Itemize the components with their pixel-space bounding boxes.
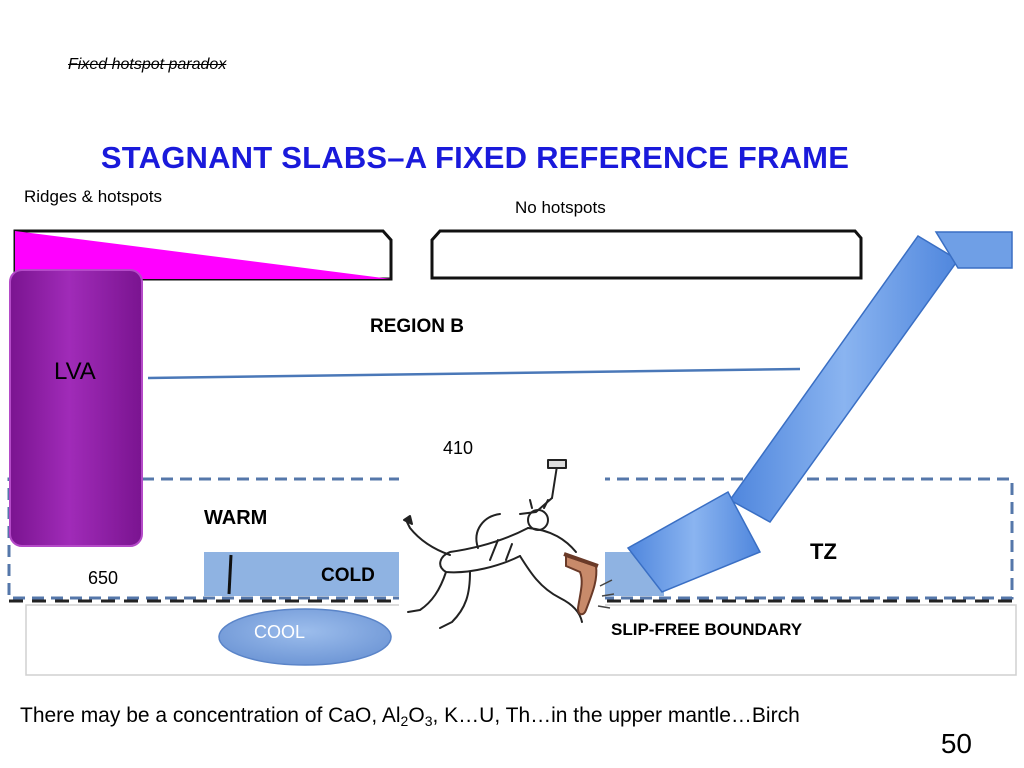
warm-label: WARM xyxy=(204,507,268,529)
depth-410-label: 410 xyxy=(443,438,474,458)
page-number: 50 xyxy=(940,728,972,759)
slab-diagonal xyxy=(728,235,960,523)
region-b-line xyxy=(147,367,801,380)
region-b-label: REGION B xyxy=(370,316,464,337)
lva-label: LVA xyxy=(54,358,96,385)
cold-layer-mark xyxy=(227,554,233,595)
right-plate xyxy=(430,229,863,280)
no-hotspots-label: No hotspots xyxy=(515,198,606,217)
lva-column xyxy=(9,269,143,547)
kicker-text: Fixed hotspot paradox xyxy=(68,56,227,73)
caption: There may be a concentration of CaO, Al2… xyxy=(20,704,800,729)
cold-label: COLD xyxy=(321,565,375,586)
devil-hammering-nail-illustration xyxy=(399,455,615,640)
ridge-wedge xyxy=(15,231,391,279)
depth-650-label: 650 xyxy=(88,568,119,588)
slab-stagnant xyxy=(626,490,762,593)
ridges-hotspots-label: Ridges & hotspots xyxy=(24,187,162,206)
slip-free-boundary-label: SLIP-FREE BOUNDARY xyxy=(611,620,803,639)
slab-top-tip xyxy=(934,231,1013,269)
cold-layer xyxy=(204,552,400,596)
cool-label: COOL xyxy=(254,622,306,642)
slide-title: STAGNANT SLABS–A FIXED REFERENCE FRAME xyxy=(100,140,850,175)
cool-blob xyxy=(218,608,392,666)
tz-label: TZ xyxy=(810,539,837,564)
